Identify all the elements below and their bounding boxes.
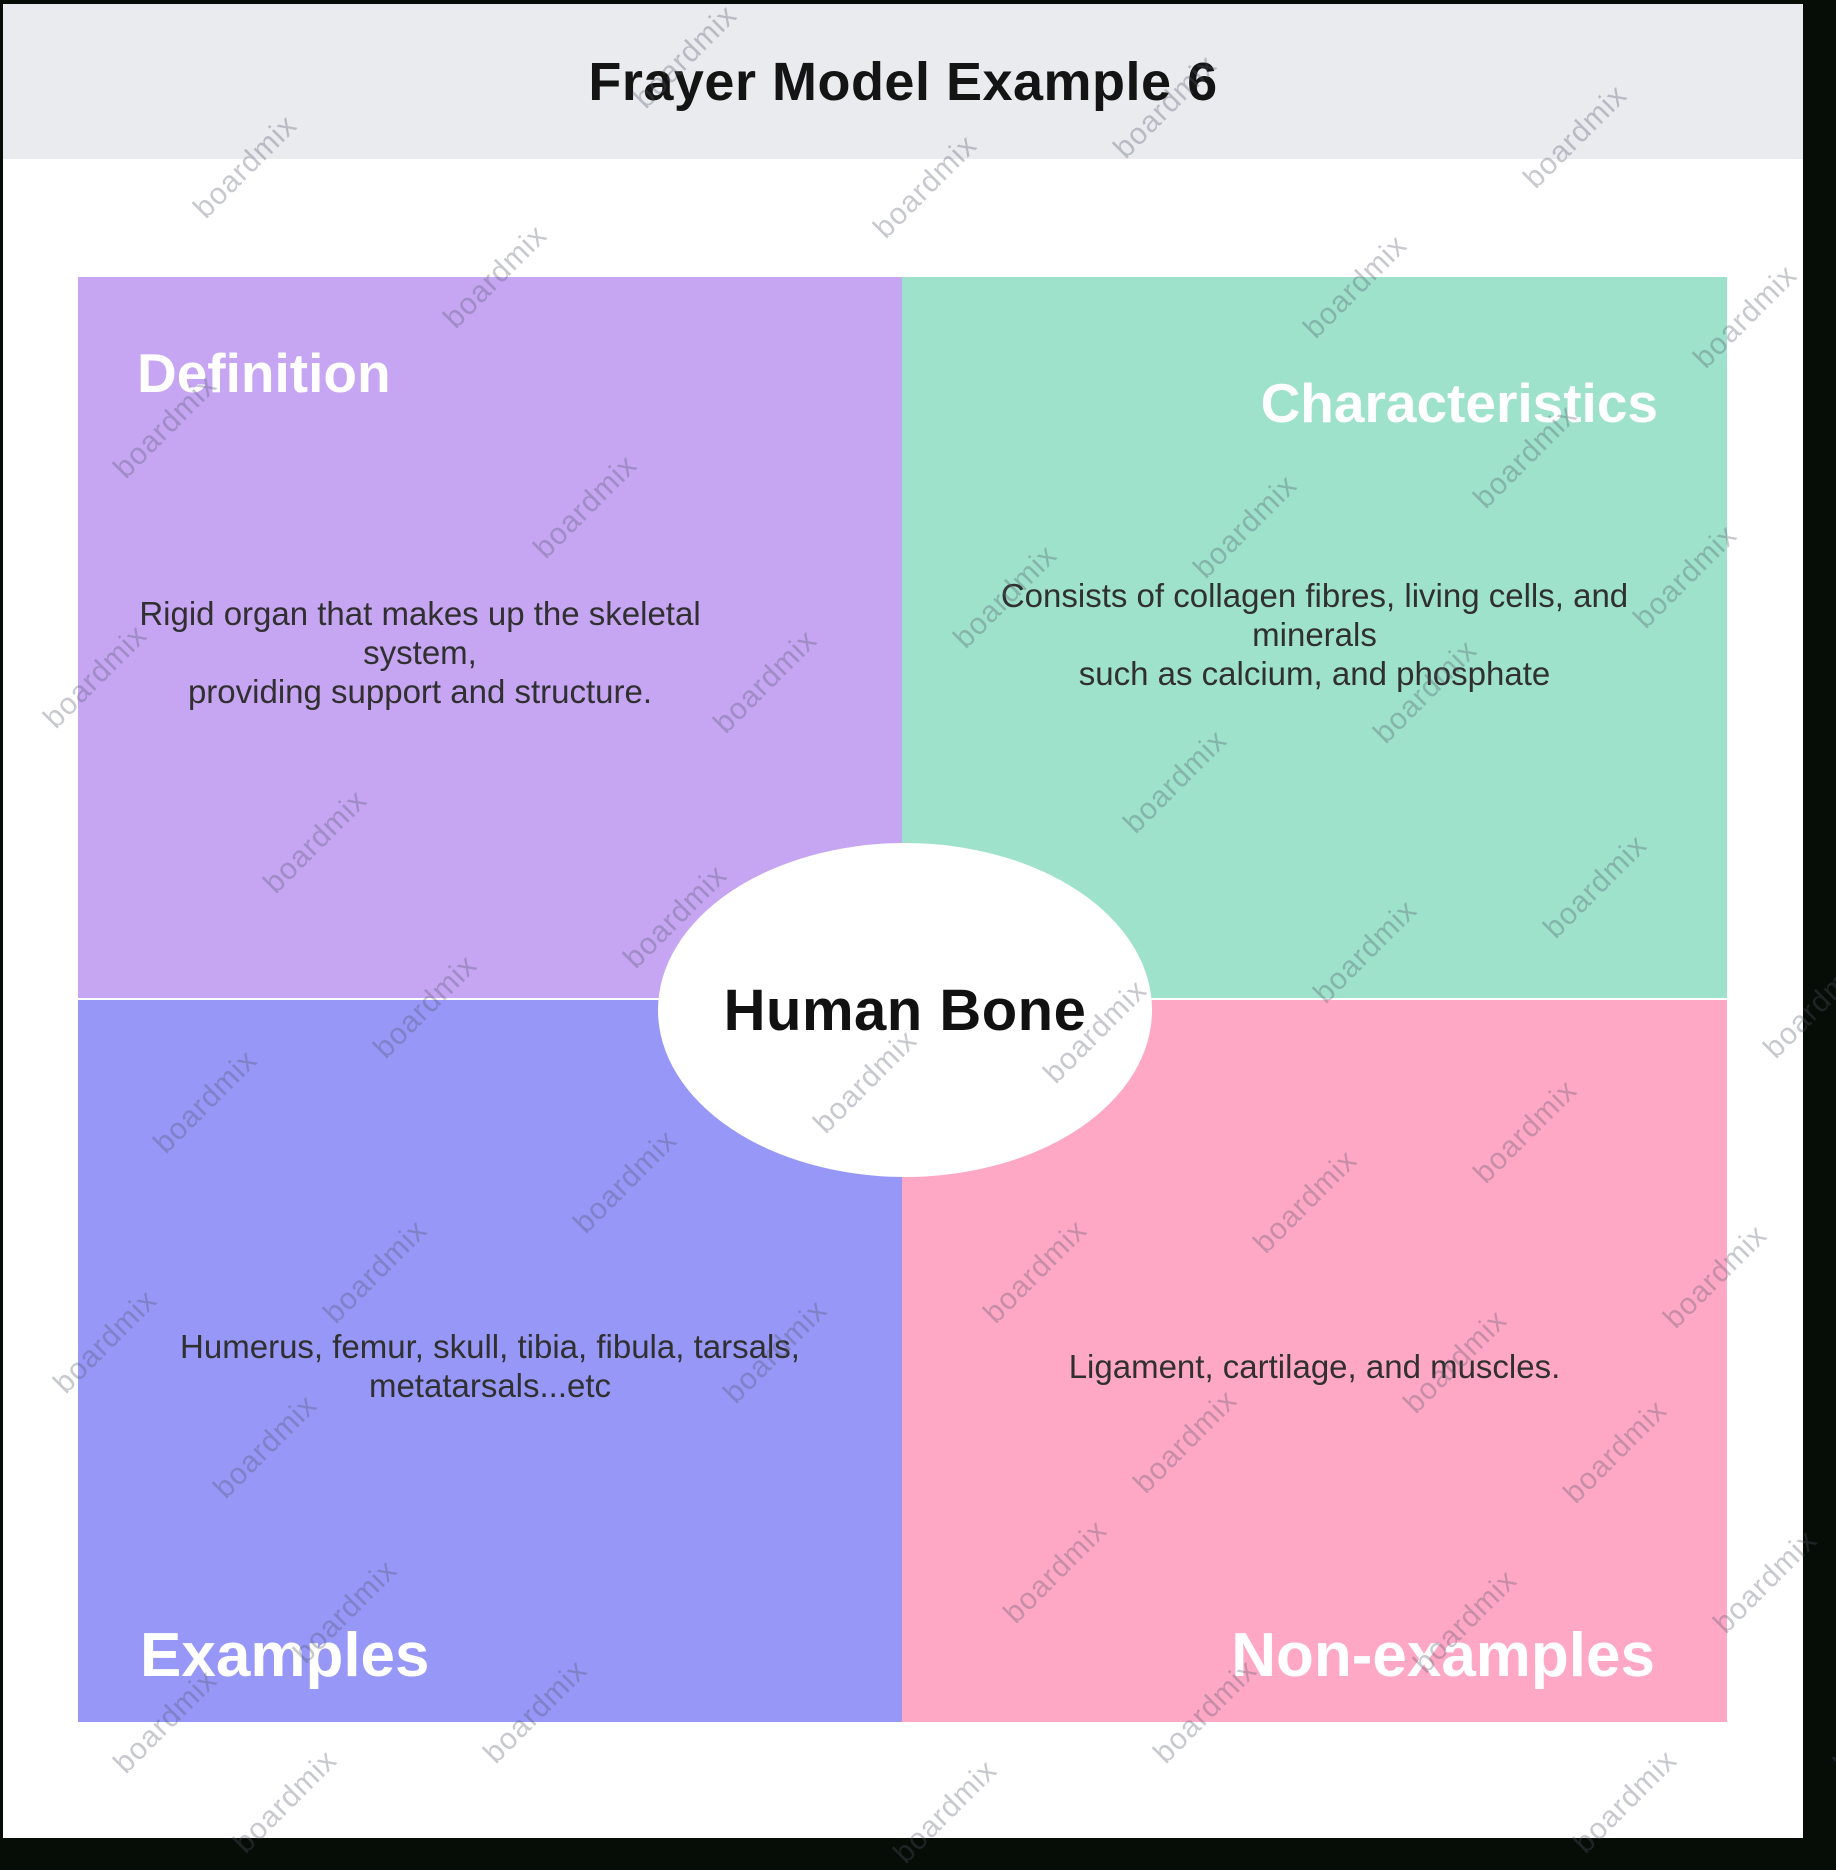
quadrant-non-examples: Non-examples Ligament, cartilage, and mu…	[902, 1000, 1727, 1722]
quadrant-definition: Definition Rigid organ that makes up the…	[78, 277, 902, 998]
non-examples-text: Ligament, cartilage, and muscles.	[1068, 1348, 1561, 1385]
frayer-grid: Definition Rigid organ that makes up the…	[78, 277, 1727, 1722]
center-term: Human Bone	[723, 977, 1087, 1043]
page-title: Frayer Model Example 6	[588, 51, 1218, 112]
definition-text: Rigid organ that makes up the skeletal s…	[139, 595, 701, 710]
boardmix-watermark: boardmix	[1827, 1663, 1836, 1780]
title-bar: Frayer Model Example 6	[3, 4, 1803, 159]
characteristics-text: Consists of collagen fibres, living cell…	[1000, 577, 1629, 692]
characteristics-label: Characteristics	[1260, 372, 1658, 434]
center-ellipse: Human Bone	[658, 843, 1152, 1177]
definition-label: Definition	[137, 342, 391, 404]
canvas: Frayer Model Example 6 Definition Rigid …	[3, 4, 1803, 1838]
examples-label: Examples	[140, 1620, 430, 1690]
non-examples-label: Non-examples	[1231, 1620, 1655, 1690]
examples-text: Humerus, femur, skull, tibia, fibula, ta…	[180, 1328, 800, 1404]
